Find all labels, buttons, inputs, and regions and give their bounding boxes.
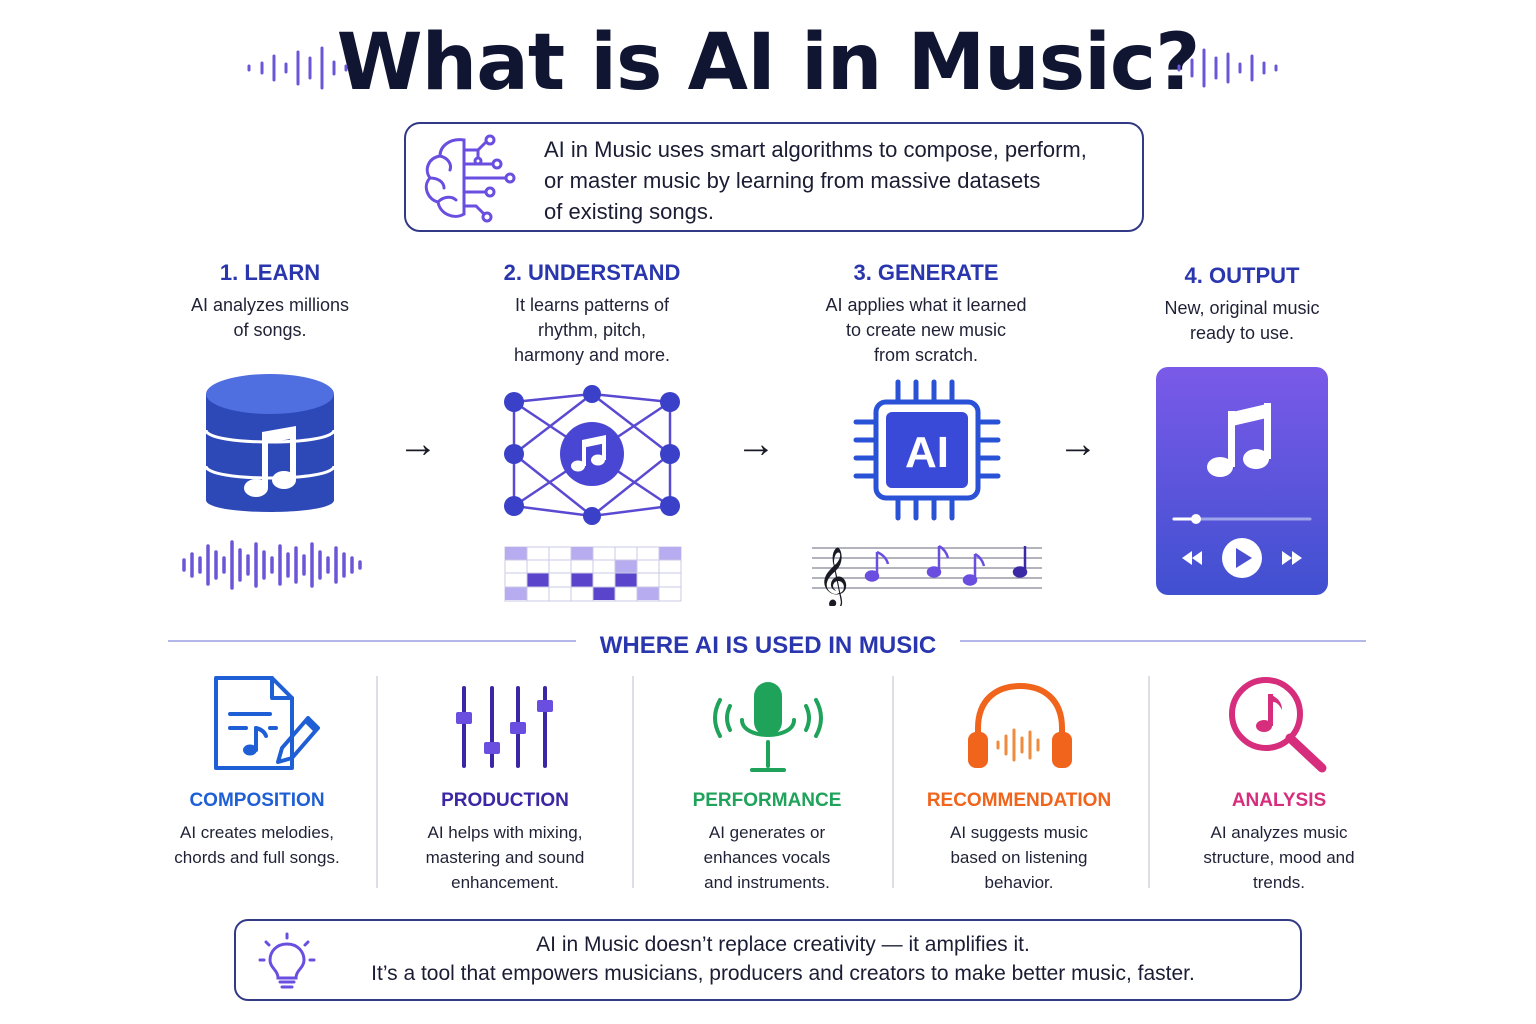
step-learn-desc: AI analyzes millions of songs. bbox=[190, 295, 350, 340]
audio-waveform-icon bbox=[182, 540, 362, 590]
ai-chip-icon: AI bbox=[853, 379, 1001, 521]
section-rule-right bbox=[960, 640, 1366, 642]
column-divider bbox=[632, 676, 634, 888]
music-database-icon bbox=[204, 374, 336, 512]
fast-forward-icon[interactable] bbox=[1282, 551, 1302, 565]
use-production-title: PRODUCTION bbox=[441, 790, 569, 811]
use-analysis-desc: AI analyzes music structure, mood and tr… bbox=[1203, 823, 1355, 892]
intro-text: AI in Music uses smart algorithms to com… bbox=[544, 137, 1087, 224]
use-performance-desc: AI generates or enhances vocals and inst… bbox=[703, 823, 831, 892]
rewind-icon[interactable] bbox=[1182, 551, 1202, 565]
use-analysis-title: ANALYSIS bbox=[1231, 790, 1327, 811]
footer-box bbox=[234, 919, 1302, 1001]
step-understand-title: 2. UNDERSTAND bbox=[503, 260, 681, 285]
magnifier-music-icon bbox=[1229, 677, 1327, 773]
headphones-icon bbox=[968, 682, 1072, 768]
mixer-sliders-icon bbox=[456, 686, 553, 768]
neural-network-icon bbox=[504, 385, 680, 525]
intro-box bbox=[404, 122, 1144, 232]
progress-handle[interactable] bbox=[1191, 514, 1201, 524]
use-performance-title: PERFORMANCE bbox=[692, 790, 842, 811]
play-icon bbox=[1236, 548, 1252, 568]
flow-arrow: → bbox=[398, 422, 438, 466]
column-divider bbox=[892, 676, 894, 888]
microphone-icon bbox=[713, 682, 823, 772]
chip-label: AI bbox=[905, 428, 949, 477]
flow-arrow: → bbox=[736, 422, 776, 466]
sound-wave-icon bbox=[247, 46, 348, 90]
step-output-desc: New, original music ready to use. bbox=[1164, 298, 1320, 343]
footer-text: AI in Music doesn’t replace creativity —… bbox=[371, 933, 1195, 985]
flow-arrow: → bbox=[1058, 422, 1098, 466]
composition-document-icon bbox=[214, 676, 320, 770]
brain-circuit-icon bbox=[424, 134, 516, 223]
use-recommendation-desc: AI suggests music based on listening beh… bbox=[950, 823, 1088, 892]
lightbulb-icon bbox=[258, 932, 316, 989]
page-title: What is AI in Music? bbox=[336, 18, 1201, 108]
step-generate-desc: AI applies what it learned to create new… bbox=[825, 295, 1027, 365]
music-note-icon bbox=[1207, 403, 1271, 477]
step-generate-title: 3. GENERATE bbox=[853, 260, 999, 285]
step-output-title: 4. OUTPUT bbox=[1184, 263, 1300, 288]
use-production-desc: AI helps with mixing, mastering and soun… bbox=[425, 823, 585, 892]
use-composition-desc: AI creates melodies, chords and full son… bbox=[174, 823, 340, 867]
music-player-card bbox=[1156, 367, 1328, 595]
sound-wave-icon bbox=[1177, 48, 1278, 88]
music-staff-icon: 𝄞 bbox=[812, 544, 1042, 606]
column-divider bbox=[1148, 676, 1150, 888]
section-title: WHERE AI IS USED IN MUSIC bbox=[599, 632, 937, 659]
use-recommendation-title: RECOMMENDATION bbox=[926, 790, 1112, 811]
section-rule-left bbox=[168, 640, 576, 642]
use-composition-title: COMPOSITION bbox=[189, 790, 325, 811]
step-learn-title: 1. LEARN bbox=[219, 260, 321, 285]
pattern-grid-icon bbox=[504, 546, 682, 602]
treble-clef-icon: 𝄞 bbox=[818, 547, 849, 606]
step-understand-desc: It learns patterns of rhythm, pitch, har… bbox=[513, 295, 671, 365]
column-divider bbox=[376, 676, 378, 888]
